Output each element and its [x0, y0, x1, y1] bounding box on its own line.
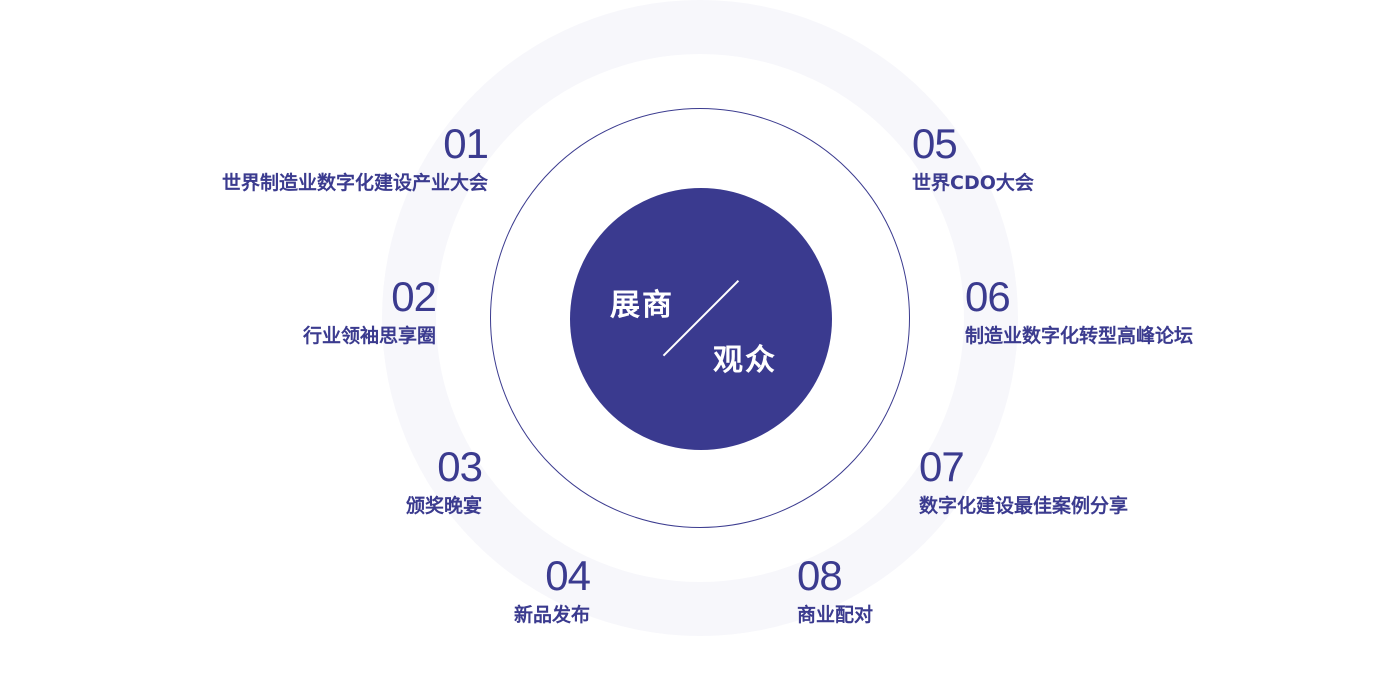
item-label: 世界制造业数字化建设产业大会: [221, 172, 488, 194]
item-label: 行业领袖思享圈: [302, 325, 436, 347]
item-03: 03 颁奖晚宴: [405, 443, 483, 518]
item-01: 01 世界制造业数字化建设产业大会: [221, 120, 489, 195]
item-08: 08 商业配对: [797, 552, 873, 627]
item-05: 05 世界CDO大会: [912, 120, 1034, 195]
item-06: 06 制造业数字化转型高峰论坛: [965, 273, 1193, 348]
item-07: 07 数字化建设最佳案例分享: [919, 443, 1128, 518]
item-label: 新品发布: [513, 604, 590, 626]
item-label: 制造业数字化转型高峰论坛: [965, 325, 1194, 347]
item-04: 04 新品发布: [513, 552, 591, 627]
item-02: 02 行业领袖思享圈: [302, 273, 437, 348]
item-number: 02: [391, 273, 437, 320]
center-circle: 展商 观众: [570, 188, 832, 450]
thin-ring: [490, 108, 910, 528]
center-bottom-label: 观众: [713, 343, 777, 378]
item-number: 05: [912, 120, 958, 167]
item-number: 03: [437, 443, 483, 490]
item-label: 商业配对: [797, 604, 874, 626]
item-number: 07: [919, 443, 965, 490]
item-label: 世界CDO大会: [912, 172, 1034, 194]
center-top-label: 展商: [610, 288, 674, 323]
item-number: 06: [965, 273, 1011, 320]
item-label: 颁奖晚宴: [405, 495, 482, 517]
item-label: 数字化建设最佳案例分享: [919, 495, 1129, 517]
item-number: 04: [545, 552, 591, 599]
item-number: 01: [443, 120, 489, 167]
item-number: 08: [797, 552, 843, 599]
